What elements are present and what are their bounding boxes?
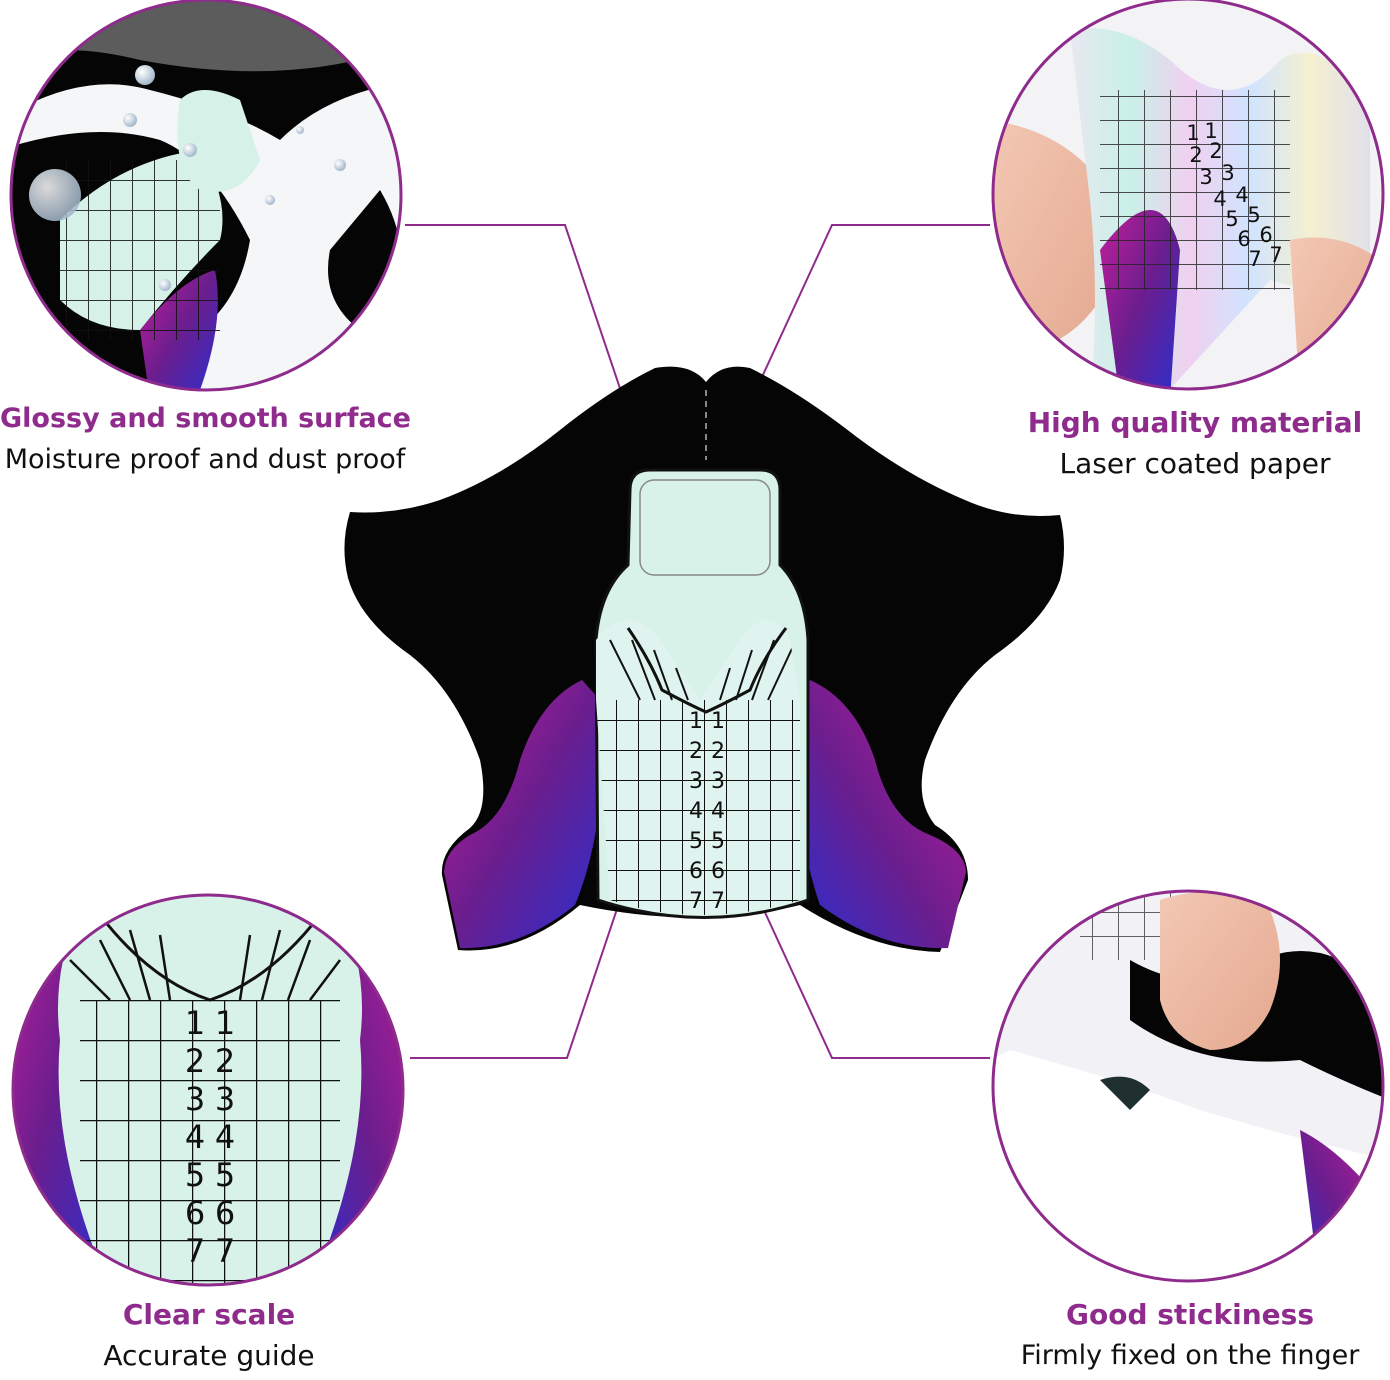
scale-number: 3 bbox=[689, 769, 703, 794]
scale-number: 2 bbox=[1209, 139, 1222, 163]
scale-number: 7 bbox=[711, 889, 725, 914]
scale-number: 2 bbox=[689, 739, 703, 764]
scale-number: 4 bbox=[711, 799, 725, 824]
holographic-form-photo: 1 1 2 2 3 3 4 4 5 5 6 6 7 7 bbox=[991, 0, 1385, 391]
scale-number: 1 bbox=[1204, 119, 1217, 143]
scale-number: 6 bbox=[185, 1194, 205, 1232]
feature-glossy: Glossy and smooth surface Moisture proof… bbox=[0, 402, 411, 478]
scale-number: 3 bbox=[1199, 165, 1212, 189]
feature-quality: High quality material Laser coated paper bbox=[990, 406, 1390, 482]
scale-number: 5 bbox=[1225, 207, 1238, 231]
scale-number: 5 bbox=[215, 1156, 235, 1194]
scale-number: 4 bbox=[185, 1118, 205, 1156]
scale-number: 6 bbox=[711, 859, 725, 884]
scale-number: 3 bbox=[215, 1080, 235, 1118]
feature-subtitle: Laser coated paper bbox=[1059, 447, 1331, 480]
feature-title: Clear scale bbox=[122, 1298, 296, 1331]
scale-number: 1 bbox=[711, 709, 725, 734]
scale-number: 6 bbox=[1259, 223, 1272, 247]
scale-number: 7 bbox=[689, 889, 703, 914]
iridescent-wing-right bbox=[797, 680, 966, 949]
scale-number: 2 bbox=[1189, 143, 1202, 167]
scale-number: 6 bbox=[689, 859, 703, 884]
scale-number: 5 bbox=[185, 1156, 205, 1194]
scale-grid-photo: 1 1 2 2 3 3 4 4 5 5 6 6 7 7 bbox=[11, 893, 405, 1287]
connector-quality bbox=[755, 224, 990, 391]
feature-subtitle: Moisture proof and dust proof bbox=[4, 444, 406, 475]
zoomed-scale-numbers: 1 1 2 2 3 3 4 4 5 5 6 6 7 7 bbox=[185, 1004, 235, 1270]
feature-title: High quality material bbox=[1027, 406, 1363, 439]
scale-number: 3 bbox=[185, 1080, 205, 1118]
scale-number: 2 bbox=[215, 1042, 235, 1080]
scale-number: 5 bbox=[711, 829, 725, 854]
scale-number: 4 bbox=[1235, 183, 1248, 207]
feature-scale: Clear scale Accurate guide bbox=[4, 1298, 414, 1374]
inner-window bbox=[639, 479, 771, 576]
holo-scale-numbers: 1 1 2 2 3 3 4 4 5 5 6 6 7 7 bbox=[1186, 119, 1282, 271]
feature-subtitle: Firmly fixed on the finger bbox=[1020, 1340, 1360, 1371]
scale-number: 5 bbox=[1247, 203, 1260, 227]
feature-title: Glossy and smooth surface bbox=[0, 403, 411, 434]
feature-title: Good stickiness bbox=[1066, 1298, 1314, 1331]
scale-number: 6 bbox=[215, 1194, 235, 1232]
center-scale-numbers: 1 1 2 2 3 3 4 4 5 5 6 6 7 7 bbox=[689, 709, 725, 914]
scale-number: 7 bbox=[185, 1232, 205, 1270]
scale-number: 3 bbox=[711, 769, 725, 794]
feature-stickiness: Good stickiness Firmly fixed on the fing… bbox=[985, 1298, 1390, 1374]
feature-subtitle: Accurate guide bbox=[103, 1339, 315, 1372]
scale-number: 1 bbox=[689, 709, 703, 734]
scale-number: 7 bbox=[1269, 243, 1282, 267]
scale-number: 3 bbox=[1221, 161, 1234, 185]
scale-number: 6 bbox=[1237, 227, 1250, 251]
water-droplets-photo bbox=[9, 0, 403, 392]
finger-press-photo bbox=[991, 889, 1385, 1283]
scale-number: 1 bbox=[215, 1004, 235, 1042]
nail-form: 1 1 2 2 3 3 4 4 5 5 6 6 7 7 bbox=[344, 366, 1064, 953]
scale-number: 7 bbox=[215, 1232, 235, 1270]
scale-number: 4 bbox=[215, 1118, 235, 1156]
scale-number: 2 bbox=[185, 1042, 205, 1080]
scale-number: 5 bbox=[689, 829, 703, 854]
scale-number: 1 bbox=[1186, 121, 1199, 145]
iridescent-wing-left bbox=[444, 680, 603, 949]
scale-number: 7 bbox=[1248, 247, 1261, 271]
connector-sticky bbox=[756, 894, 990, 1059]
scale-number: 1 bbox=[185, 1004, 205, 1042]
scale-number: 4 bbox=[689, 799, 703, 824]
scale-number: 4 bbox=[1213, 187, 1226, 211]
scale-number: 2 bbox=[711, 739, 725, 764]
